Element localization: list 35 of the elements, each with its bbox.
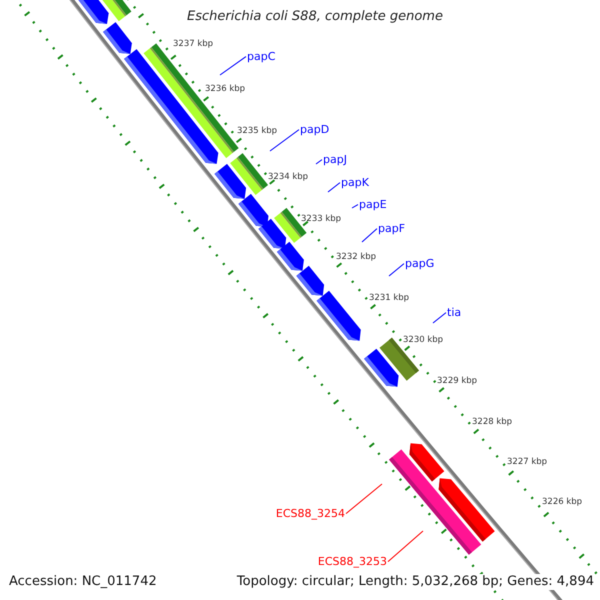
leader-line	[352, 204, 358, 208]
scale-label: 3235 kbp	[237, 126, 278, 136]
gene-label: papJ	[323, 153, 347, 166]
scale-label: 3229 kbp	[437, 376, 478, 386]
leader-line	[432, 312, 446, 324]
leader-line	[346, 484, 382, 514]
gene-label: ECS88_3254	[276, 507, 345, 520]
leader-line	[328, 182, 340, 192]
scale-label: 3237 kbp	[173, 39, 214, 50]
leader-line	[270, 129, 300, 152]
scale-label: 3228 kbp	[472, 417, 512, 428]
gene-label: papC	[247, 50, 276, 64]
scale-label: 3232 kbp	[336, 252, 376, 262]
gene-label: papD	[300, 123, 330, 136]
gene-label: papK	[341, 176, 369, 190]
leader-line	[220, 56, 246, 76]
scale-label: 3226 kbp	[542, 497, 582, 508]
scale-label: 3234 kbp	[268, 172, 308, 182]
gene-label: papF	[378, 222, 406, 236]
gene-label: papG	[405, 257, 434, 270]
gene-label: papE	[359, 198, 387, 212]
leader-line	[362, 228, 378, 242]
scale-label: 3227 kbp	[507, 457, 548, 468]
accession-text: Accession: NC_011742	[9, 574, 157, 590]
scale-label: 3230 kbp	[403, 335, 444, 346]
scale-label: 3233 kbp	[301, 214, 342, 224]
leader-line	[316, 159, 322, 164]
scale-label: 3236 kbp	[205, 84, 246, 94]
scale-label: 3231 kbp	[369, 293, 410, 304]
gene-label: tia	[447, 306, 462, 320]
leader-line	[388, 263, 404, 276]
gene-label: ECS88_3253	[318, 555, 387, 568]
genome-stats-text: Topology: circular; Length: 5,032,268 bp; Genes: 4,894	[236, 574, 594, 590]
leader-line	[388, 530, 424, 562]
title: Escherichia coli S88, complete genome	[187, 9, 443, 25]
